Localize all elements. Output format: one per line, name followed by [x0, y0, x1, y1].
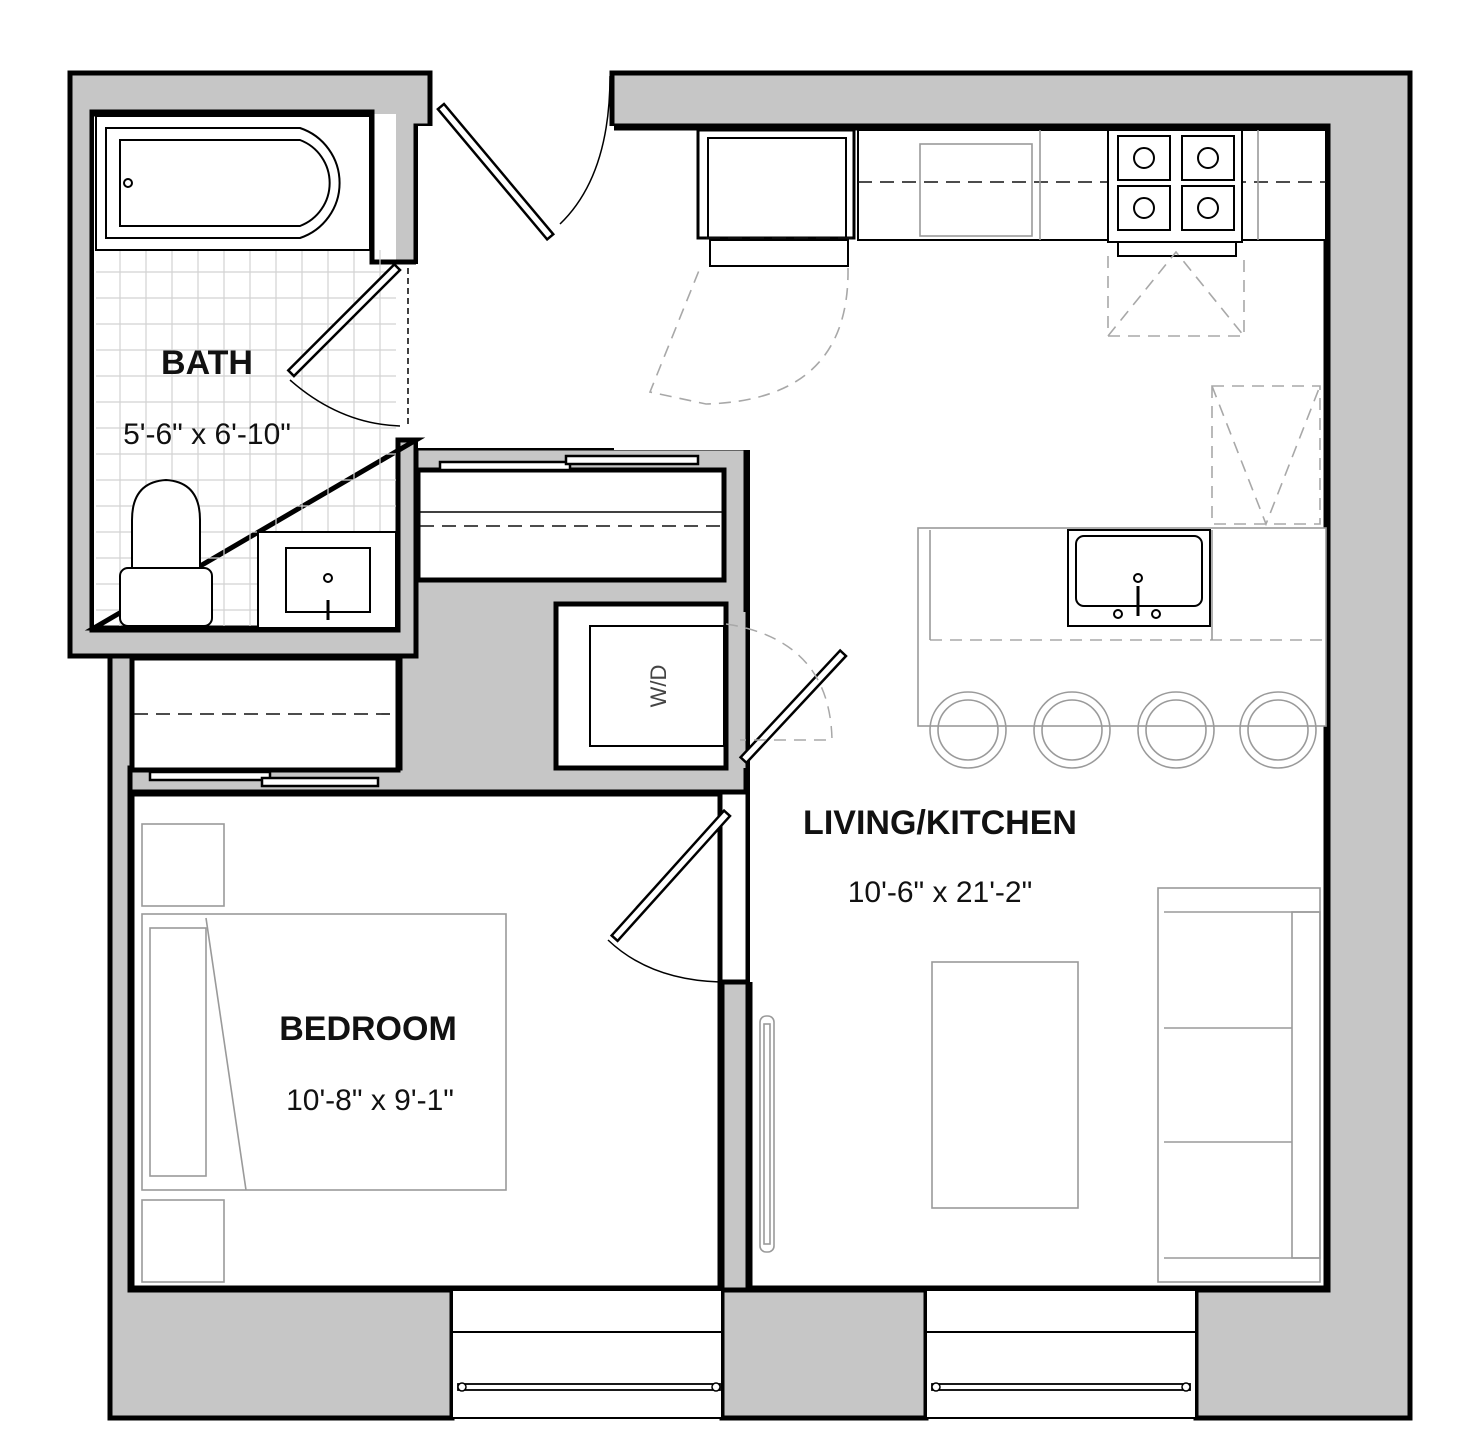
burner-grate-icon — [1133, 147, 1155, 169]
closet-lower-door-left[interactable] — [148, 770, 272, 782]
bath-edge — [84, 111, 426, 631]
space-entry — [418, 126, 748, 448]
room-labels: BATH 5'-6" x 6'-10" LIVING/KITCHEN 10'-6… — [123, 344, 1077, 1117]
entry-door-swing — [559, 75, 611, 225]
closet-lower-door-right[interactable] — [260, 776, 380, 788]
bathtub — [95, 115, 371, 251]
bar-stool — [1137, 691, 1215, 769]
washer-dryer-label: W/D — [646, 665, 671, 708]
dishwasher — [919, 143, 1033, 237]
entry-door-group — [436, 75, 611, 242]
bedroom-label: BEDROOM — [279, 1010, 457, 1048]
bed-pillow — [149, 927, 207, 1177]
bedroom-dimensions: 10'-8" x 9'-1" — [286, 1084, 454, 1117]
bar-stool — [1033, 691, 1111, 769]
bathtub-basin — [105, 127, 341, 239]
window-rod-end-icon — [1181, 1382, 1191, 1392]
bath-door[interactable] — [286, 262, 402, 378]
kitchen-sink-drain-icon — [1133, 573, 1143, 583]
wd-door-swing — [725, 623, 833, 741]
bath-label: BATH — [161, 344, 253, 382]
wd-door[interactable] — [738, 648, 848, 765]
bar-stool-seat — [1145, 699, 1207, 761]
bedroom-door-swing — [607, 939, 721, 983]
bedroom-furniture — [141, 808, 732, 1283]
burner-icon — [1117, 135, 1171, 181]
washer-dryer-group: W/D — [589, 623, 848, 765]
bar-stool-seat — [937, 699, 999, 761]
dishwasher-door-swing — [1211, 385, 1321, 527]
living-window — [925, 1289, 1197, 1419]
space-closet-lower — [129, 655, 401, 773]
coffee-table — [931, 961, 1079, 1209]
window-rod-end-icon — [457, 1382, 467, 1392]
living-furniture — [759, 887, 1321, 1283]
bed-sheet-fold — [205, 917, 247, 1191]
range-front — [1117, 241, 1237, 257]
space-closet-upper — [415, 467, 727, 583]
burner-grate-icon — [1133, 197, 1155, 219]
window-rod-end-icon — [711, 1382, 721, 1392]
oven-door-swing — [1107, 250, 1245, 337]
burner-icon — [1181, 135, 1235, 181]
window-frame — [925, 1289, 1197, 1419]
burner-icon — [1181, 185, 1235, 231]
bed — [141, 913, 507, 1191]
refrigerator-door-swing — [648, 267, 849, 405]
window-rod — [457, 1383, 721, 1391]
washer-dryer — [589, 625, 725, 747]
entry-door[interactable] — [436, 102, 556, 242]
faucet-knob-icon — [1151, 609, 1161, 619]
burner-grate-icon — [1197, 147, 1219, 169]
bathtub-inner — [119, 139, 331, 227]
space-bedroom — [132, 794, 720, 1288]
tv-console — [759, 1015, 775, 1253]
bath-fixtures — [95, 115, 409, 629]
living-kitchen-dimensions: 10'-6" x 21'-2" — [848, 876, 1033, 909]
bathtub-drain-icon — [123, 178, 133, 188]
bar-stool — [1239, 691, 1317, 769]
bath-dimensions: 5'-6" x 6'-10" — [123, 418, 291, 451]
tv-console-inner — [763, 1023, 771, 1245]
window-rod-end-icon — [931, 1382, 941, 1392]
burner-grate-icon — [1197, 197, 1219, 219]
bath-door-swing — [289, 379, 401, 427]
refrigerator-handle — [709, 239, 849, 267]
closets — [134, 454, 722, 788]
closet-upper-door-left[interactable] — [438, 460, 572, 472]
bar-stool-seat — [1041, 699, 1103, 761]
window-frame — [451, 1289, 723, 1419]
living-edge — [614, 125, 1329, 1291]
bath-sink-drain-icon — [323, 573, 333, 583]
bar-stool-seat — [1247, 699, 1309, 761]
bedroom-door[interactable] — [609, 808, 732, 943]
nightstand-top — [141, 823, 225, 907]
wall-bottom-mid — [719, 1287, 929, 1421]
burner-icon — [1117, 185, 1171, 231]
refrigerator — [696, 128, 856, 240]
kitchen — [648, 128, 1327, 769]
faucet-knob-icon — [1113, 609, 1123, 619]
nightstand-bottom — [141, 1199, 225, 1283]
bedroom-edge — [129, 791, 723, 1291]
bedroom-window — [451, 1289, 723, 1419]
living-kitchen-label: LIVING/KITCHEN — [803, 804, 1077, 842]
closet-upper-door-right[interactable] — [564, 454, 700, 466]
window-rod — [931, 1383, 1191, 1391]
toilet-bowl — [131, 478, 201, 569]
toilet-tank — [119, 567, 213, 627]
kitchen-counter — [857, 129, 1327, 241]
bar-stool — [929, 691, 1007, 769]
